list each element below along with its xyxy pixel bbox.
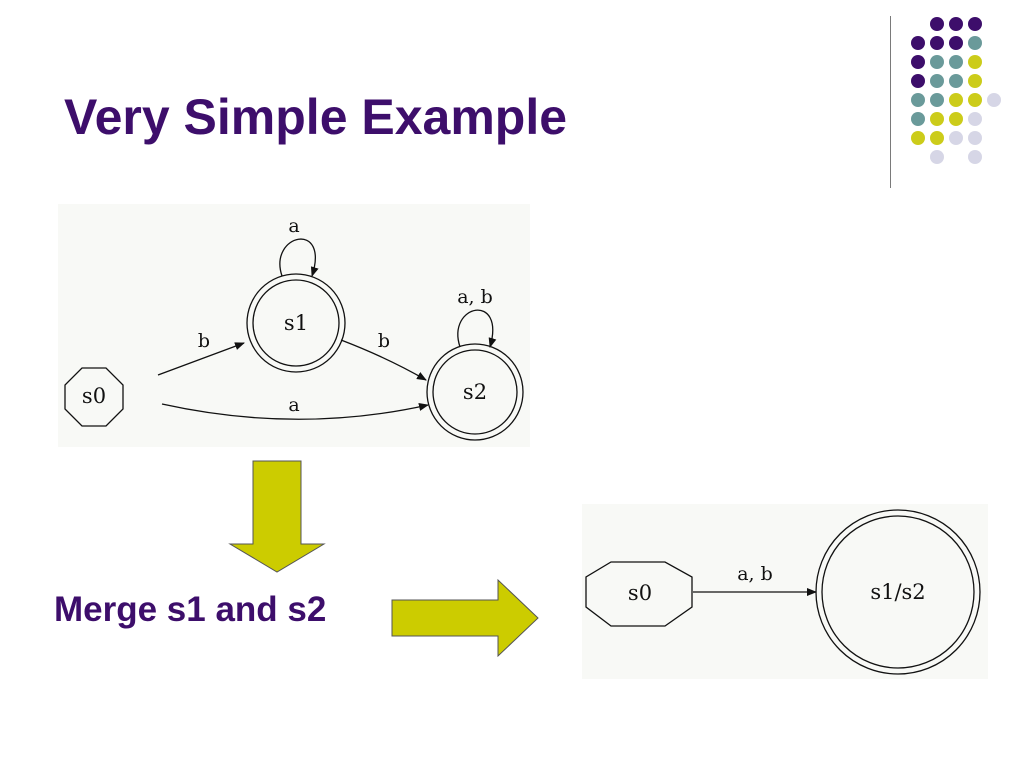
decorative-dot (968, 74, 982, 88)
edge-label-s0-s1s2: a, b (737, 563, 773, 585)
decorative-dot (968, 131, 982, 145)
state-s0: s0 (585, 561, 693, 627)
decorative-dot (930, 55, 944, 69)
edge-label-s0-s1: b (198, 330, 210, 352)
state-label-s1: s1 (284, 311, 308, 335)
decorative-dot (968, 36, 982, 50)
decorative-dot (911, 74, 925, 88)
edge-label-s1-loop: a (288, 215, 299, 237)
state-s2: s2 (426, 343, 524, 441)
merge-caption: Merge s1 and s2 (54, 590, 327, 629)
edge-s2-loop (457, 309, 497, 348)
decorative-dot (968, 112, 982, 126)
decorative-dot (949, 93, 963, 107)
decorative-dot (930, 150, 944, 164)
decorative-dot-grid (911, 17, 1001, 164)
edge-label-s0-s2: a (288, 394, 299, 416)
decorative-dot (930, 131, 944, 145)
state-s1-s2: s1/s2 (815, 509, 981, 675)
edge-label-s2-loop: a, b (457, 286, 493, 308)
edge-s1-s2 (340, 339, 427, 381)
decorative-dot (911, 55, 925, 69)
decorative-dot (930, 17, 944, 31)
automaton-before-diagram: a b b a, b a s0 s1 s2 (58, 204, 530, 447)
decorative-dot (930, 112, 944, 126)
decorative-dot (911, 112, 925, 126)
edge-s0-s2 (161, 403, 429, 420)
decorative-dot (930, 36, 944, 50)
decorative-dot (911, 93, 925, 107)
state-s1: s1 (246, 273, 346, 373)
decorative-dot (930, 74, 944, 88)
divider-line (890, 16, 891, 188)
decorative-dot (968, 55, 982, 69)
edge-label-s1-s2: b (378, 330, 390, 352)
state-label-s0: s0 (82, 384, 106, 408)
decorative-dot (949, 131, 963, 145)
edge-s0-s1 (157, 342, 245, 376)
decorative-dot (987, 93, 1001, 107)
automaton-after-diagram: a, b s0 s1/s2 (582, 504, 988, 679)
decorative-dot (911, 36, 925, 50)
state-s0: s0 (64, 367, 124, 427)
decorative-dot (949, 36, 963, 50)
right-arrow-icon (391, 578, 539, 658)
decorative-dot (930, 93, 944, 107)
decorative-dot (968, 17, 982, 31)
state-label-s2: s2 (463, 380, 487, 404)
decorative-dot (968, 93, 982, 107)
down-arrow-icon (228, 460, 326, 573)
state-label-s1-s2: s1/s2 (870, 580, 925, 604)
edge-s1-loop (279, 238, 319, 277)
decorative-dot (968, 150, 982, 164)
decorative-dot (949, 55, 963, 69)
decorative-dot (949, 17, 963, 31)
decorative-dot (911, 131, 925, 145)
slide-title: Very Simple Example (64, 89, 568, 145)
decorative-dot (949, 74, 963, 88)
state-label-s0: s0 (628, 581, 652, 605)
decorative-dot (949, 112, 963, 126)
